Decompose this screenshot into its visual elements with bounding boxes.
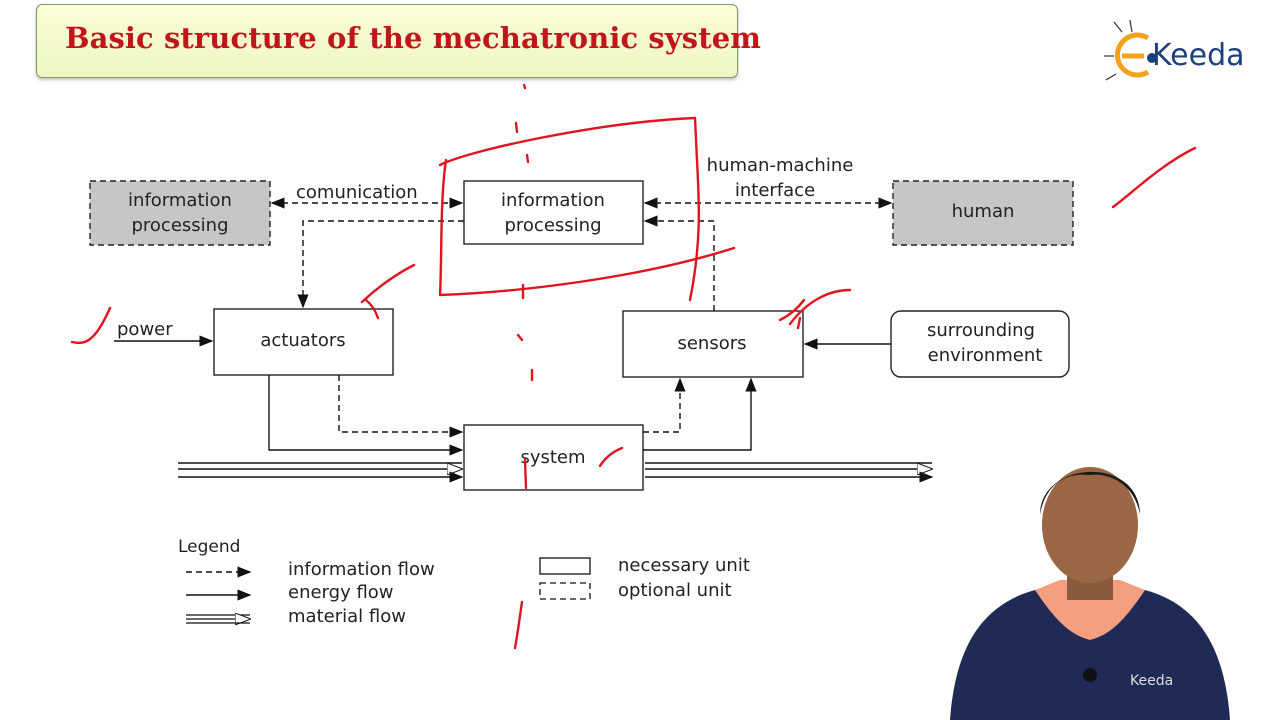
system-to-sensors-info-arrow xyxy=(643,377,686,433)
info-processing-optional-unit: information processing xyxy=(89,180,271,246)
legend-label: energy flow xyxy=(288,582,394,603)
energy-flows xyxy=(114,335,891,456)
legend-title: Legend xyxy=(178,537,240,557)
unit-label: human xyxy=(952,201,1015,222)
annotation-tick-power xyxy=(70,306,112,344)
environment-unit: surrounding environment xyxy=(890,310,1070,378)
presenter-shirt xyxy=(950,590,1230,720)
annotation-dashes-top xyxy=(514,83,530,164)
lapel-mic-icon xyxy=(1083,668,1097,682)
communication-label: comunication xyxy=(296,182,418,203)
annotation-dashes-mid xyxy=(516,283,534,490)
unit-label: processing xyxy=(131,215,228,236)
legend-label: material flow xyxy=(288,606,406,627)
unit-label: surrounding xyxy=(927,320,1035,341)
slide-title: Basic structure of the mechatronic syste… xyxy=(65,21,762,55)
actuators-unit: actuators xyxy=(213,308,394,376)
annotation-tick-system xyxy=(598,446,624,468)
info-to-actuators-arrow xyxy=(297,220,464,309)
unit-label: sensors xyxy=(677,333,746,354)
annotation-box-bottom xyxy=(438,158,736,297)
annotation-stroke-bottom xyxy=(513,600,524,650)
unit-label: processing xyxy=(504,215,601,236)
system-to-sensors-arrow xyxy=(643,377,757,451)
power-label: power xyxy=(117,319,173,340)
unit-label: information xyxy=(128,190,232,211)
annotation-tick-human xyxy=(1111,146,1197,209)
title-banner: Basic structure of the mechatronic syste… xyxy=(36,4,761,78)
information-flows xyxy=(270,197,893,438)
annotation-tick-actuators xyxy=(360,263,416,320)
legend-necessary-swatch xyxy=(539,557,591,575)
ekeeda-logo: Keeda xyxy=(1100,16,1260,96)
hmi-label: human-machine xyxy=(707,155,854,176)
system-unit: system xyxy=(463,424,644,491)
actuators-to-system-arrow xyxy=(268,375,464,456)
unit-label: system xyxy=(520,447,585,468)
legend-label: information flow xyxy=(288,559,435,580)
presenter-video: Keeda xyxy=(950,467,1230,720)
presenter-collar xyxy=(1035,580,1145,640)
legend-optional-swatch xyxy=(539,582,591,600)
legend-label: necessary unit xyxy=(618,555,750,576)
red-annotations xyxy=(70,83,1197,650)
human-unit: human xyxy=(892,180,1074,246)
info-processing-unit: information processing xyxy=(463,180,644,245)
legend: Legend information flow energy flow mate… xyxy=(178,537,750,627)
material-flows xyxy=(178,462,934,483)
sensors-to-info-arrow xyxy=(643,215,715,311)
hmi-label: interface xyxy=(735,180,815,201)
unit-label: environment xyxy=(928,345,1043,366)
unit-label: information xyxy=(501,190,605,211)
unit-label: actuators xyxy=(260,330,345,351)
logo-text: Keeda xyxy=(1152,38,1245,73)
sensors-unit: sensors xyxy=(622,310,804,378)
actuators-to-system-info-arrow xyxy=(338,375,464,438)
shirt-logo: Keeda xyxy=(1130,673,1173,689)
annotation-box-top xyxy=(438,116,701,302)
e-letter-bug-logo-icon xyxy=(1104,19,1157,81)
presenter-face xyxy=(1042,467,1138,583)
legend-label: optional unit xyxy=(618,580,732,601)
annotation-tick-sensors xyxy=(778,288,852,330)
